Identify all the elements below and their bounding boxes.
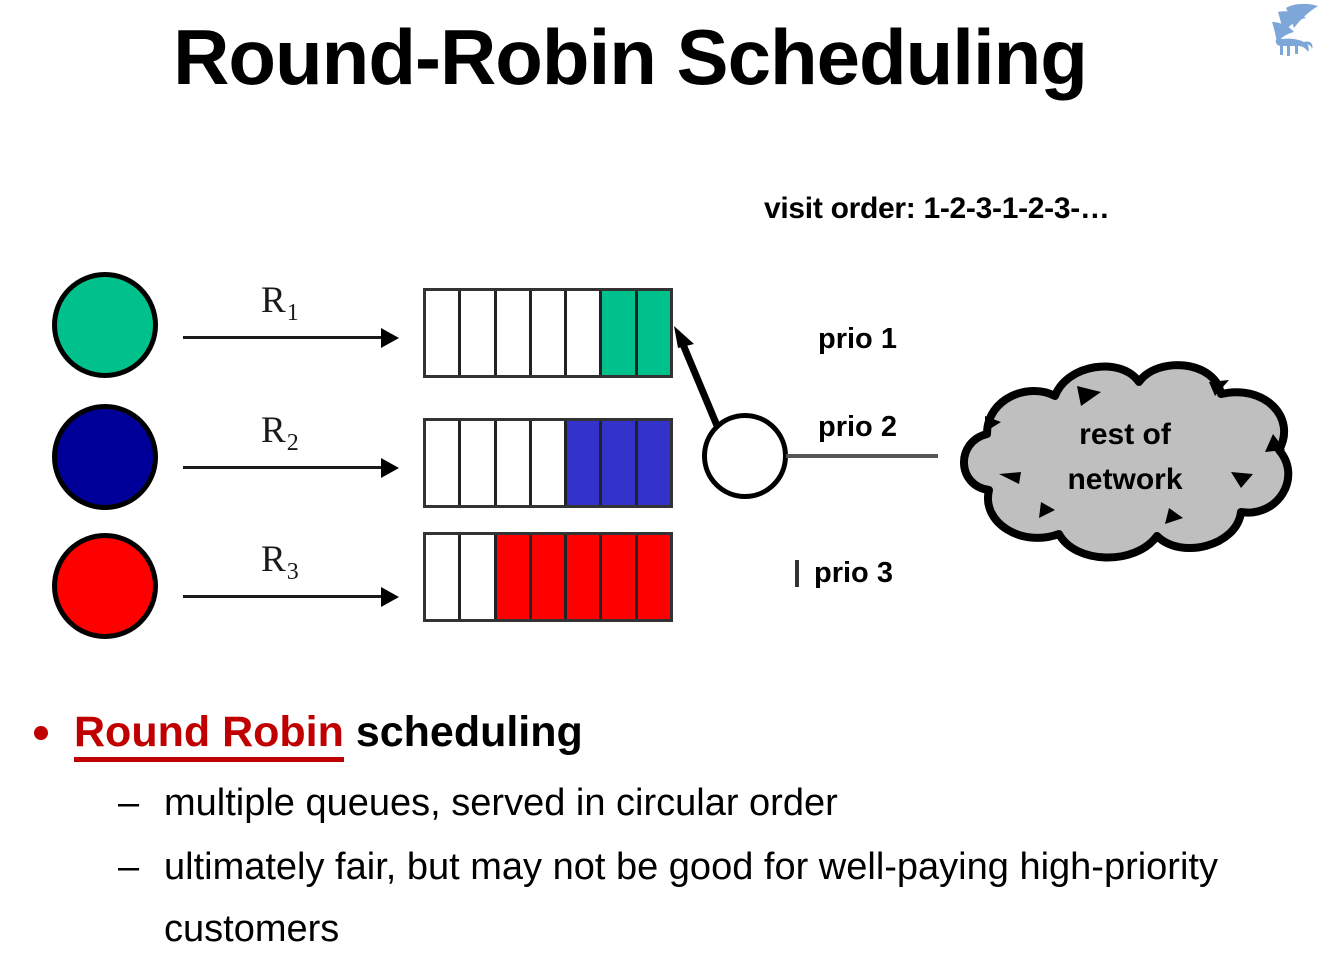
bullet-dot-icon	[34, 726, 48, 740]
winged-griffin-logo	[1256, 2, 1328, 66]
queue-cell-filled	[567, 535, 603, 619]
arrow-shaft	[183, 595, 383, 598]
prio-3-label: prio 3	[814, 557, 893, 589]
queue-cell-empty	[461, 291, 497, 375]
flow-arrow-label-3: R3	[261, 539, 299, 585]
queue-cell-filled	[602, 421, 638, 505]
arrow-head-icon	[381, 458, 399, 478]
source-circle-1	[52, 272, 158, 378]
arrow-head-icon	[381, 587, 399, 607]
rest-of-network-cloud	[925, 338, 1315, 573]
source-circle-3	[52, 533, 158, 639]
prio-2-label: prio 2	[818, 411, 897, 443]
queue-cell-empty	[426, 291, 462, 375]
bullet-main: Round Robin scheduling	[22, 706, 1322, 762]
queue-cell-empty	[531, 421, 568, 505]
scheduler-cloud-link	[786, 454, 938, 458]
queue-prio-2	[423, 418, 673, 508]
queue-cell-filled	[637, 421, 670, 505]
scheduler-node	[702, 413, 788, 499]
prio-3-tick-mark	[795, 560, 799, 587]
queue-cell-filled	[602, 291, 638, 375]
queue-cell-empty	[461, 535, 497, 619]
queue-cell-empty	[426, 535, 462, 619]
queue-prio-3	[423, 532, 673, 622]
queue-cell-filled	[637, 535, 670, 619]
visit-order-label: visit order: 1-2-3-1-2-3-…	[764, 192, 1110, 225]
cloud-label: rest of network	[1010, 412, 1240, 502]
flow-arrow-label-1: R1	[261, 280, 299, 326]
flow-arrow-3: R3	[183, 539, 399, 612]
cloud-label-line-2: network	[1067, 463, 1183, 496]
flow-arrow-label-2: R2	[261, 410, 299, 456]
queue-cell-empty	[531, 291, 568, 375]
queue-cell-empty	[496, 291, 532, 375]
sub-bullet-1: –multiple queues, served in circular ord…	[22, 772, 1322, 834]
sub-bullet-2-text: ultimately fair, but may not be good for…	[164, 846, 1218, 950]
queue-cell-empty	[567, 291, 603, 375]
queue-cell-filled	[602, 535, 638, 619]
arrow-shaft	[183, 466, 383, 469]
bullet-main-rest: scheduling	[343, 708, 583, 756]
page-title: Round-Robin Scheduling	[173, 13, 1088, 101]
dash-marker: –	[118, 782, 140, 824]
cloud-label-line-1: rest of	[1079, 418, 1171, 451]
arrow-shaft	[183, 336, 383, 339]
prio-1-label: prio 1	[818, 323, 897, 355]
dash-marker: –	[118, 846, 140, 888]
sub-bullet-2: –ultimately fair, but may not be good fo…	[22, 836, 1322, 960]
arrow-head-icon	[381, 328, 399, 348]
queue-prio-1	[423, 288, 673, 378]
source-circle-2	[52, 404, 158, 510]
queue-cell-empty	[496, 421, 532, 505]
queue-cell-filled	[531, 535, 568, 619]
flow-arrow-2: R2	[183, 410, 399, 483]
body-content: Round Robin scheduling –multiple queues,…	[22, 706, 1322, 960]
queue-cell-empty	[426, 421, 462, 505]
queue-cell-filled	[496, 535, 532, 619]
queue-cell-filled	[567, 421, 603, 505]
bullet-main-emphasis: Round Robin	[74, 708, 344, 762]
queue-cell-filled	[637, 291, 670, 375]
sub-bullet-1-text: multiple queues, served in circular orde…	[164, 782, 838, 824]
queue-cell-empty	[461, 421, 497, 505]
flow-arrow-1: R1	[183, 280, 399, 353]
